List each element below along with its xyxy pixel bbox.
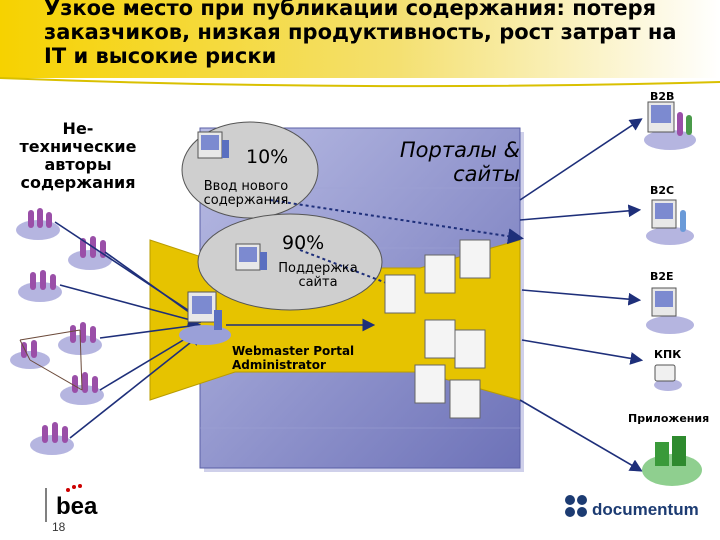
admin-computer-icon — [179, 291, 231, 345]
slide-title: Узкое место при публикации содержания: п… — [44, 0, 677, 68]
bubble-bottom-caption: Поддержка сайта — [278, 261, 358, 290]
page-number: 18 — [52, 520, 66, 534]
authors-label: Не-технические авторы содержания — [19, 119, 137, 192]
author-network-lines — [19, 329, 83, 391]
bubble-top-percent: 10% — [246, 146, 289, 168]
computer-icon-middle — [235, 243, 267, 271]
channel-icons — [642, 101, 702, 486]
channel-label-pda: КПК — [654, 348, 682, 361]
documents-stack-icon — [384, 239, 491, 419]
b2b-icon — [644, 101, 696, 150]
pda-icon — [654, 364, 682, 391]
author-arrows — [54, 221, 203, 439]
computer-icon-top — [197, 131, 229, 159]
title-band — [0, 0, 720, 78]
bubble-top-caption: Ввод нового содержания — [203, 179, 289, 208]
bubble-site-support — [197, 213, 383, 311]
portals-label: Порталы & сайты — [399, 138, 520, 186]
documentum-logo: documentum — [565, 495, 699, 519]
bea-logo: bea — [45, 484, 98, 522]
svg-text:documentum: documentum — [592, 500, 699, 519]
svg-text:bea: bea — [56, 493, 98, 520]
bubble-bottom-percent: 90% — [282, 232, 325, 254]
applications-icon — [642, 436, 702, 486]
b2c-icon — [646, 199, 694, 245]
webmaster-label: Webmaster Portal Administrator — [232, 344, 355, 372]
channel-label-b2c: B2C — [650, 184, 675, 197]
people-group-icon — [10, 208, 112, 455]
channel-label-applications: Приложения — [628, 412, 710, 425]
channel-label-b2b: B2B — [650, 90, 675, 103]
channel-arrows — [519, 118, 644, 472]
channel-label-b2e: B2E — [650, 270, 674, 283]
b2e-icon — [646, 287, 694, 334]
title-underline — [0, 77, 720, 88]
